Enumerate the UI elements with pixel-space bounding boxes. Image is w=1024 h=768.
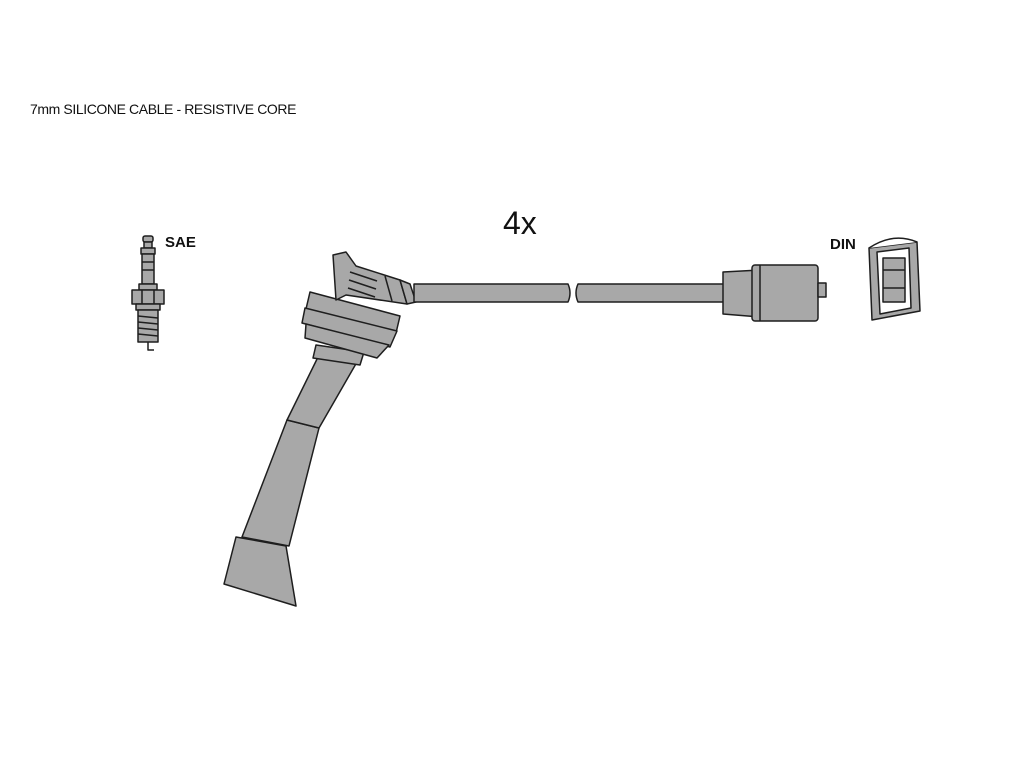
sae-spark-plug-icon	[131, 235, 165, 351]
din-label: DIN	[830, 236, 856, 253]
quantity-label: 4x	[503, 205, 537, 241]
distributor-boot-icon	[722, 264, 827, 322]
din-terminal-icon	[868, 237, 921, 321]
cable-spec-label: 7mm SILICONE CABLE - RESISTIVE CORE	[30, 101, 297, 117]
spark-plug-boot-icon	[223, 251, 417, 607]
sae-label: SAE	[165, 234, 196, 251]
cable-icon	[413, 283, 728, 303]
